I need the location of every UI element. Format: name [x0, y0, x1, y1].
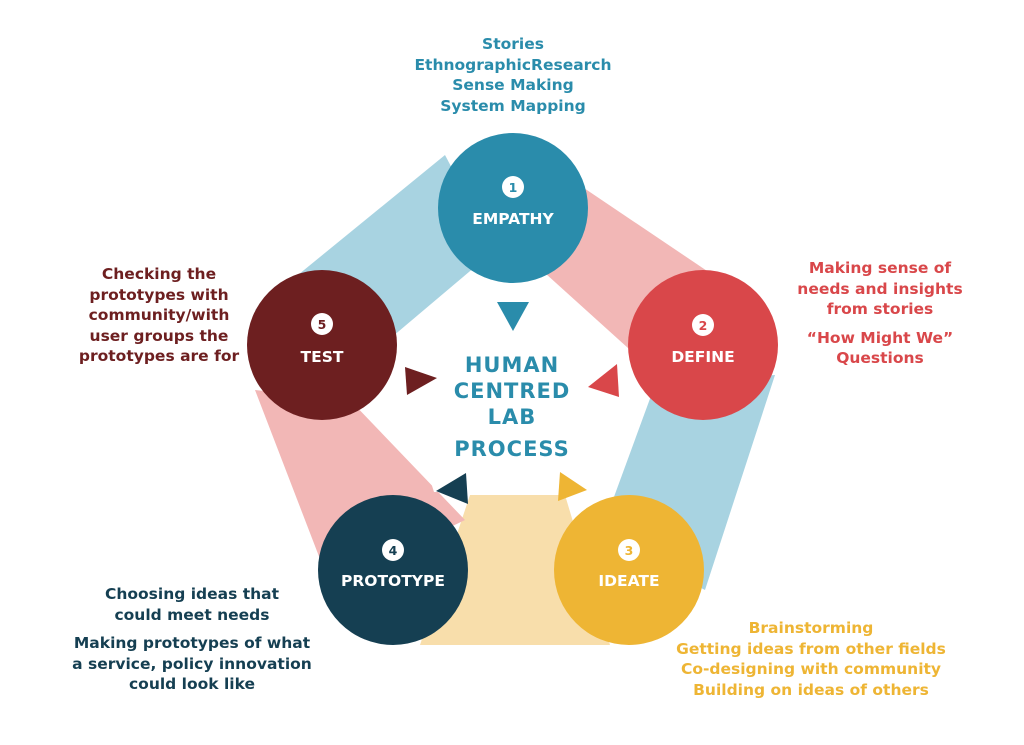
prototype-circle [318, 495, 468, 645]
empathy-note-2: EthnographicResearch [414, 55, 612, 74]
test-label: TEST [301, 348, 344, 366]
arrow-ideate-to-prototype [558, 472, 587, 501]
ideate-number: 3 [625, 543, 634, 558]
test-number-badge [311, 313, 333, 335]
step-ideate: 3 IDEATE [554, 495, 704, 645]
center-pentagon [398, 302, 627, 492]
define-notes: Making sense of needs and insights from … [780, 258, 980, 369]
prototype-note-3: Making prototypes of what [73, 634, 311, 652]
ideate-note-1: Brainstorming [748, 619, 874, 637]
test-note-4: user groups the [89, 326, 229, 345]
define-note-4: “How Might We” [806, 328, 954, 347]
prototype-notes: Choosing ideas that could meet needs Mak… [58, 584, 326, 695]
define-note-1: Making sense of [808, 259, 952, 277]
define-note-3: from stories [826, 300, 934, 318]
empathy-label: EMPATHY [472, 210, 554, 228]
define-number: 2 [699, 318, 708, 333]
center-title-line3: LAB [488, 405, 537, 429]
step-test: 5 TEST [247, 270, 397, 420]
prototype-label: PROTOTYPE [341, 572, 445, 590]
empathy-number: 1 [509, 180, 518, 195]
empathy-notes: Stories EthnographicResearch Sense Makin… [385, 34, 641, 116]
define-number-badge [692, 314, 714, 336]
define-label: DEFINE [671, 348, 734, 366]
empathy-number-badge [502, 176, 524, 198]
ideate-label: IDEATE [598, 572, 659, 590]
step-define: 2 DEFINE [628, 270, 778, 420]
test-number: 5 [318, 317, 327, 332]
arrow-empathy-to-define [497, 302, 529, 331]
ideate-notes: Brainstorming Getting ideas from other f… [666, 618, 956, 700]
prototype-note-2: could meet needs [114, 605, 270, 624]
prototype-note-4: a service, policy innovation [72, 654, 312, 673]
test-note-3: community/with [88, 306, 230, 324]
band-ideate-prototype [420, 495, 610, 645]
ideate-note-3: Co-designing with community [680, 660, 942, 678]
define-circle [628, 270, 778, 420]
center-title-line2: CENTRED [454, 379, 571, 403]
test-note-1: Checking the [101, 265, 217, 283]
prototype-note-5: could look like [128, 675, 256, 693]
empathy-note-3: Sense Making [452, 76, 574, 94]
arrow-define-to-ideate [588, 364, 619, 397]
define-note-5: Questions [836, 349, 924, 367]
define-note-2: needs and insights [797, 279, 963, 298]
step-prototype: 4 PROTOTYPE [318, 495, 468, 645]
prototype-number-badge [382, 539, 404, 561]
empathy-note-4: System Mapping [440, 96, 586, 115]
test-note-5: prototypes are for [78, 347, 240, 365]
empathy-note-1: Stories [482, 35, 544, 53]
test-notes: Checking the prototypes with community/w… [70, 264, 248, 367]
test-circle [247, 270, 397, 420]
ideate-circle [554, 495, 704, 645]
step-empathy: 1 EMPATHY [438, 133, 588, 283]
ideate-note-4: Building on ideas of others [693, 680, 929, 699]
arrow-test-to-empathy [405, 367, 437, 395]
prototype-number: 4 [389, 543, 398, 558]
arrow-prototype-to-test [436, 473, 468, 504]
empathy-circle [438, 133, 588, 283]
ideate-note-2: Getting ideas from other fields [676, 639, 946, 658]
ideate-number-badge [618, 539, 640, 561]
center-title-line1: HUMAN [465, 353, 559, 377]
center-title-line4: PROCESS [454, 437, 569, 461]
test-note-2: prototypes with [89, 285, 229, 304]
prototype-note-1: Choosing ideas that [104, 585, 280, 603]
